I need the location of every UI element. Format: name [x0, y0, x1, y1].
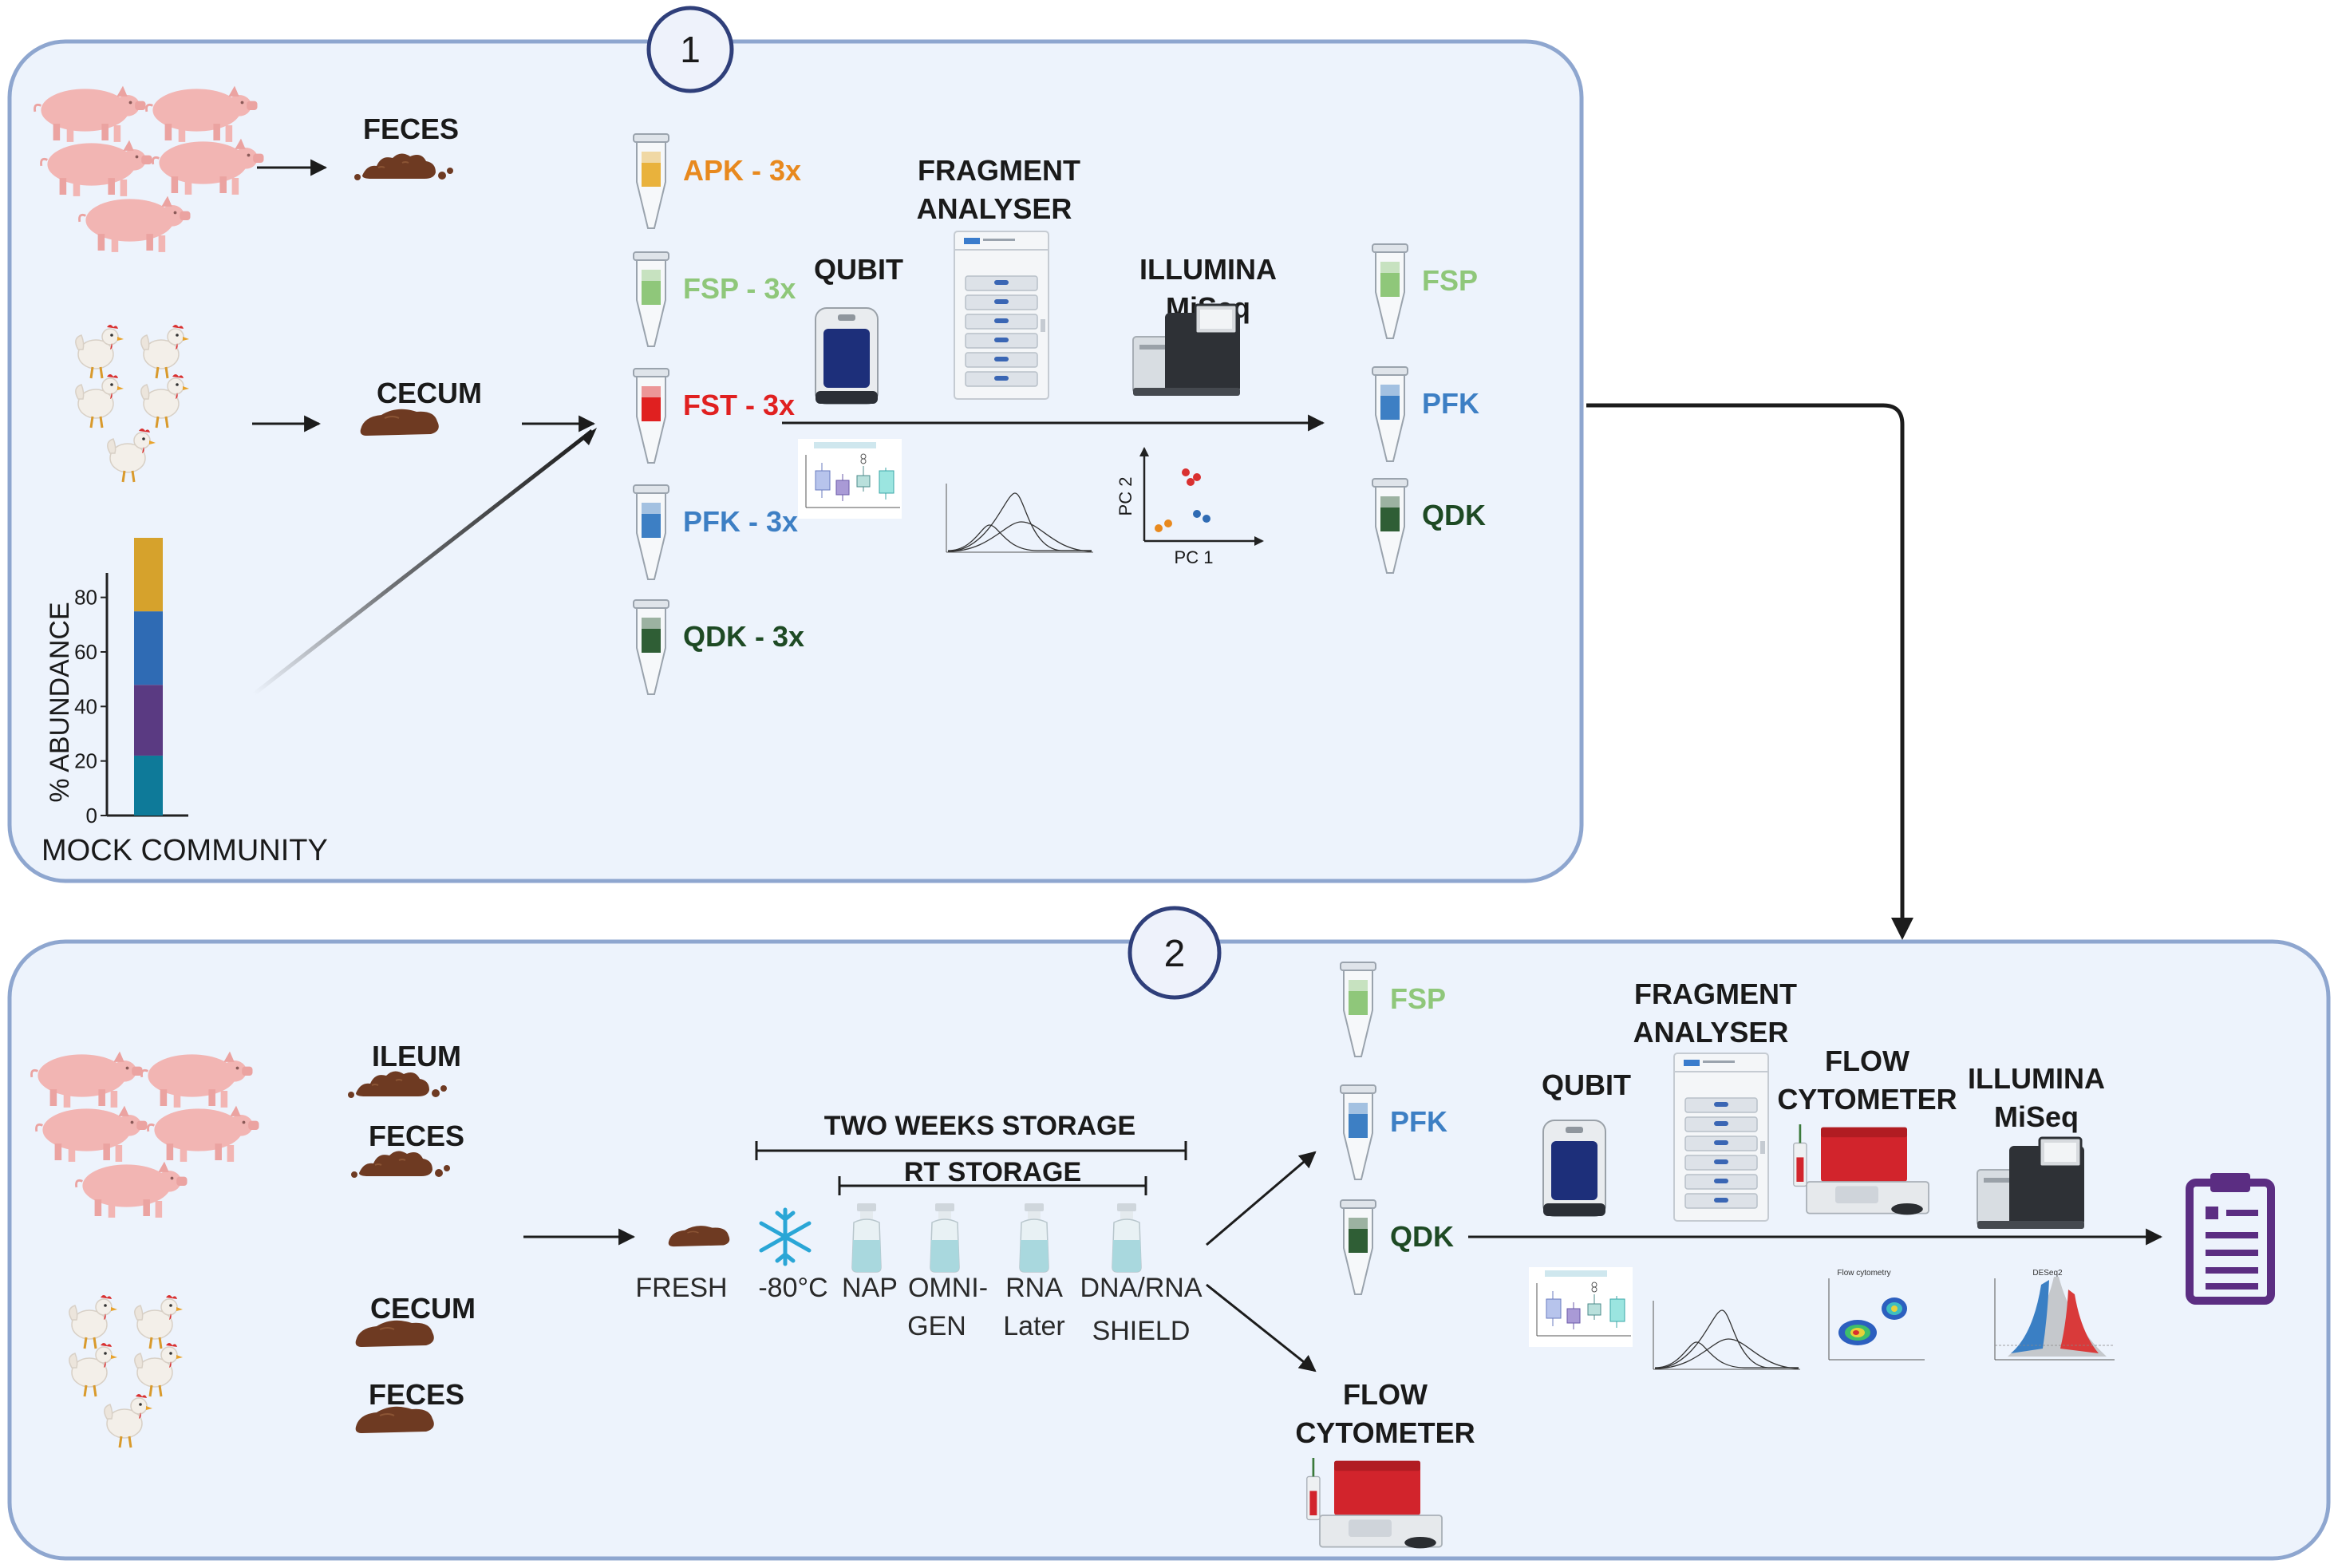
selected-tube: PFK	[1372, 366, 1479, 462]
extraction-tube: PFK	[1340, 1084, 1447, 1180]
qubit-icon	[815, 307, 879, 405]
pca-ylabel: PC 2	[1116, 477, 1135, 516]
volcano-plot-thumbnail: DESeq2	[1994, 1269, 2115, 1361]
feces-label: FECES	[369, 1120, 464, 1152]
mock-bar-segment	[134, 685, 163, 756]
ileum-label: ILEUM	[372, 1040, 461, 1072]
snowflake-icon	[759, 1207, 812, 1266]
mock-ylabel: % ABUNDANCE	[45, 602, 75, 802]
flow-cytometer-label-1: FLOW	[1825, 1045, 1909, 1077]
extraction-tube: PFK - 3x	[633, 484, 798, 580]
extraction-tube-label: QDK	[1390, 1220, 1454, 1253]
cecum-label: CECUM	[370, 1292, 476, 1325]
flow-cytometer-label-1: FLOW	[1343, 1378, 1428, 1411]
condition-rnalater-2: Later	[1003, 1311, 1065, 1341]
extraction-tube-label: APK - 3x	[683, 154, 801, 187]
condition-shield-1: DNA/RNA	[1080, 1273, 1202, 1303]
illumina-label-1: ILLUMINA	[1968, 1062, 2105, 1095]
condition-shield-2: SHIELD	[1092, 1316, 1191, 1346]
rt-storage-label: RT STORAGE	[904, 1157, 1081, 1187]
fragment-analyser-icon	[954, 231, 1049, 400]
qubit-icon	[1542, 1120, 1606, 1217]
condition-omnigen-2: GEN	[907, 1311, 966, 1341]
rt-storage-bracket	[838, 1176, 1147, 1195]
feces-label: FECES	[363, 113, 459, 145]
flow-cytometry-thumbnail: Flow cytometry	[1828, 1269, 1925, 1361]
mock-tick-label: 80	[74, 586, 97, 610]
extraction-tube: APK - 3x	[633, 133, 801, 229]
extraction-tube: FST - 3x	[633, 368, 795, 464]
two-weeks-storage-label: TWO WEEKS STORAGE	[824, 1111, 1135, 1141]
svg-text:1: 1	[680, 29, 701, 70]
fragment-analyser-label-1: FRAGMENT	[918, 154, 1080, 187]
qubit-label: QUBIT	[814, 253, 903, 286]
two-weeks-bracket	[755, 1141, 1187, 1160]
flow-cytometer-label-2: CYTOMETER	[1777, 1083, 1957, 1116]
panel-2	[7, 939, 2331, 1561]
svg-text:DESeq2: DESeq2	[2032, 1269, 2063, 1278]
condition-fresh: FRESH	[635, 1273, 727, 1303]
extraction-tube-label: FSP - 3x	[683, 272, 796, 305]
extraction-tube-label: PFK	[1390, 1105, 1447, 1138]
clipboard-icon	[2186, 1173, 2275, 1305]
mock-bar-segment	[134, 538, 163, 612]
panel-1-number: 1	[646, 6, 734, 93]
cecum-label: CECUM	[377, 377, 482, 409]
mock-tick-label: 40	[74, 694, 97, 718]
mock-bar-segment	[134, 755, 163, 816]
fragment-analyser-label-2: ANALYSER	[1633, 1016, 1789, 1049]
extraction-tube: QDK	[1340, 1199, 1454, 1295]
extraction-tube: FSP	[1340, 962, 1446, 1057]
panel-2-number: 2	[1128, 906, 1222, 1000]
feces-label: FECES	[369, 1378, 464, 1411]
mock-tick-label: 60	[74, 640, 97, 664]
qc-boxplot-thumbnail	[797, 438, 902, 519]
fragment-analyser-label-1: FRAGMENT	[1634, 978, 1797, 1010]
qubit-label: QUBIT	[1542, 1068, 1631, 1101]
flow-cytometer-label-2: CYTOMETER	[1295, 1416, 1475, 1449]
svg-text:Flow cytometry: Flow cytometry	[1837, 1269, 1890, 1278]
illumina-label-2: MiSeq	[1994, 1100, 2079, 1133]
qc-boxplot-thumbnail	[1528, 1266, 1633, 1348]
mock-tick-label: 20	[74, 749, 97, 773]
mock-community-label: MOCK COMMUNITY	[41, 834, 328, 867]
condition-minus80: -80°C	[758, 1273, 827, 1303]
extraction-tube-label: QDK - 3x	[683, 620, 804, 653]
pca-xlabel: PC 1	[1175, 547, 1214, 567]
pca-plot-thumbnail: PC 1 PC 2	[1116, 447, 1264, 567]
selected-tube-label: FSP	[1422, 264, 1478, 297]
extraction-tube: QDK - 3x	[633, 599, 804, 695]
mock-bar-segment	[134, 611, 163, 685]
condition-omnigen-1: OMNI-	[908, 1273, 988, 1303]
extraction-tube-label: FST - 3x	[683, 389, 795, 421]
extraction-tube: FSP - 3x	[633, 251, 796, 347]
extraction-tube-label: PFK - 3x	[683, 505, 798, 538]
panel-1	[7, 39, 1584, 883]
selected-tube: QDK	[1372, 478, 1486, 574]
illumina-label-1: ILLUMINA	[1139, 253, 1277, 286]
selected-tube-label: QDK	[1422, 499, 1486, 531]
fragment-analyser-label-2: ANALYSER	[917, 192, 1072, 225]
selected-tube: FSP	[1372, 243, 1478, 339]
extraction-tube-label: FSP	[1390, 982, 1446, 1015]
selected-tube-label: PFK	[1422, 387, 1479, 420]
condition-rnalater-1: RNA	[1005, 1273, 1063, 1303]
fragment-analyser-icon	[1673, 1053, 1769, 1222]
svg-text:2: 2	[1164, 933, 1186, 975]
mock-community-chart: 0 20 40 60 80 % ABUNDANCE	[45, 538, 188, 827]
mock-tick-label: 0	[86, 804, 97, 827]
condition-nap: NAP	[842, 1273, 898, 1303]
